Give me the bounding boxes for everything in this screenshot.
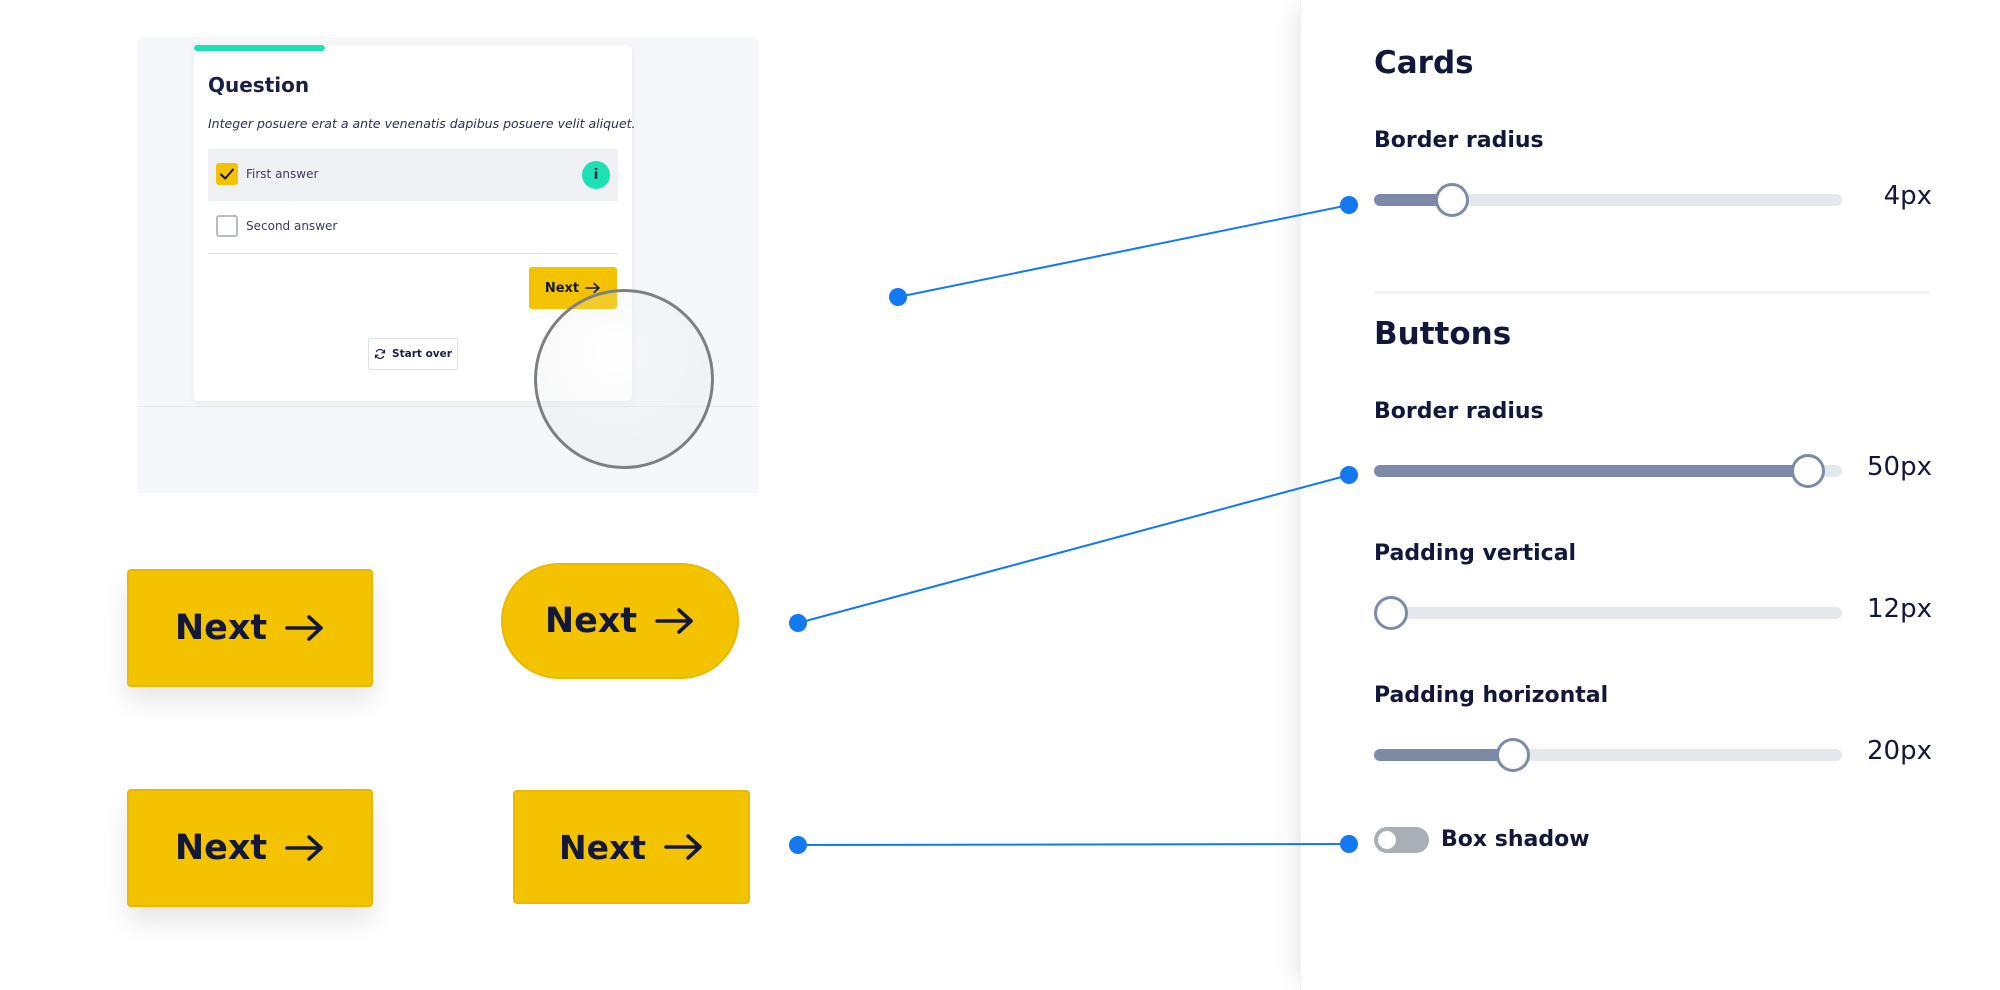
slider-fill: [1374, 465, 1808, 477]
checkbox-unchecked[interactable]: [216, 215, 238, 237]
example-button-shadow-square[interactable]: Next: [127, 569, 373, 687]
cards-border-radius-value: 4px: [1883, 181, 1932, 211]
example-button-no-shadow[interactable]: Next: [513, 790, 750, 904]
connector-dot: [789, 836, 807, 854]
progress-bar: [194, 45, 325, 51]
info-icon[interactable]: i: [582, 161, 610, 189]
cards-border-radius-slider[interactable]: [1374, 183, 1842, 217]
arrow-right-icon: [285, 615, 323, 641]
connector-dot: [889, 288, 907, 306]
padding-vertical-label: Padding vertical: [1374, 541, 1577, 566]
cards-border-radius-label: Border radius: [1374, 128, 1544, 153]
preview-divider: [138, 406, 758, 407]
example-button-label: Next: [174, 608, 268, 648]
slider-fill: [1374, 194, 1452, 206]
next-label: Next: [544, 280, 580, 296]
answer-option-second[interactable]: Second answer: [208, 201, 618, 254]
checkbox-checked[interactable]: [216, 163, 238, 185]
example-button-label: Next: [558, 827, 647, 867]
answer-label: Second answer: [246, 219, 338, 233]
slider-thumb[interactable]: [1790, 454, 1825, 488]
start-over-button[interactable]: Start over: [368, 338, 458, 370]
connector-line-cards-radius: [897, 204, 1350, 298]
slider-thumb[interactable]: [1434, 183, 1469, 217]
check-icon: [220, 168, 234, 180]
slider-thumb[interactable]: [1495, 738, 1530, 772]
buttons-border-radius-value: 50px: [1867, 452, 1932, 482]
refresh-icon: [374, 348, 386, 360]
section-title-cards: Cards: [1374, 45, 1474, 81]
example-button-rounded[interactable]: Next: [501, 563, 739, 679]
question-text: Integer posuere erat a ante venenatis da…: [208, 116, 636, 131]
start-over-label: Start over: [392, 348, 452, 360]
padding-vertical-value: 12px: [1867, 594, 1932, 624]
example-button-shadow-square-2[interactable]: Next: [127, 789, 373, 907]
arrow-right-icon: [585, 282, 600, 294]
connector-line-box-shadow: [797, 843, 1350, 846]
answer-label: First answer: [246, 167, 319, 181]
arrow-right-icon: [664, 834, 702, 860]
padding-vertical-slider[interactable]: [1374, 596, 1842, 630]
arrow-right-icon: [655, 608, 693, 634]
padding-horizontal-label: Padding horizontal: [1374, 683, 1609, 708]
connector-dot: [789, 614, 807, 632]
buttons-border-radius-slider[interactable]: [1374, 454, 1842, 488]
section-title-buttons: Buttons: [1374, 316, 1512, 352]
example-button-label: Next: [544, 601, 638, 641]
slider-fill: [1374, 749, 1513, 761]
section-divider: [1374, 291, 1930, 294]
buttons-border-radius-label: Border radius: [1374, 399, 1544, 424]
padding-horizontal-value: 20px: [1867, 736, 1932, 766]
magnifier-lens: [534, 289, 714, 469]
connector-line-button-radius: [797, 474, 1350, 624]
padding-horizontal-slider[interactable]: [1374, 738, 1842, 772]
question-title: Question: [208, 73, 310, 97]
toggle-knob: [1378, 831, 1396, 849]
example-button-label: Next: [174, 828, 268, 868]
answer-option-first[interactable]: First answer i: [208, 149, 618, 201]
box-shadow-toggle[interactable]: [1374, 827, 1429, 853]
slider-thumb[interactable]: [1374, 596, 1408, 630]
arrow-right-icon: [285, 835, 323, 861]
box-shadow-label: Box shadow: [1441, 827, 1590, 852]
settings-panel: [1300, 0, 2000, 990]
